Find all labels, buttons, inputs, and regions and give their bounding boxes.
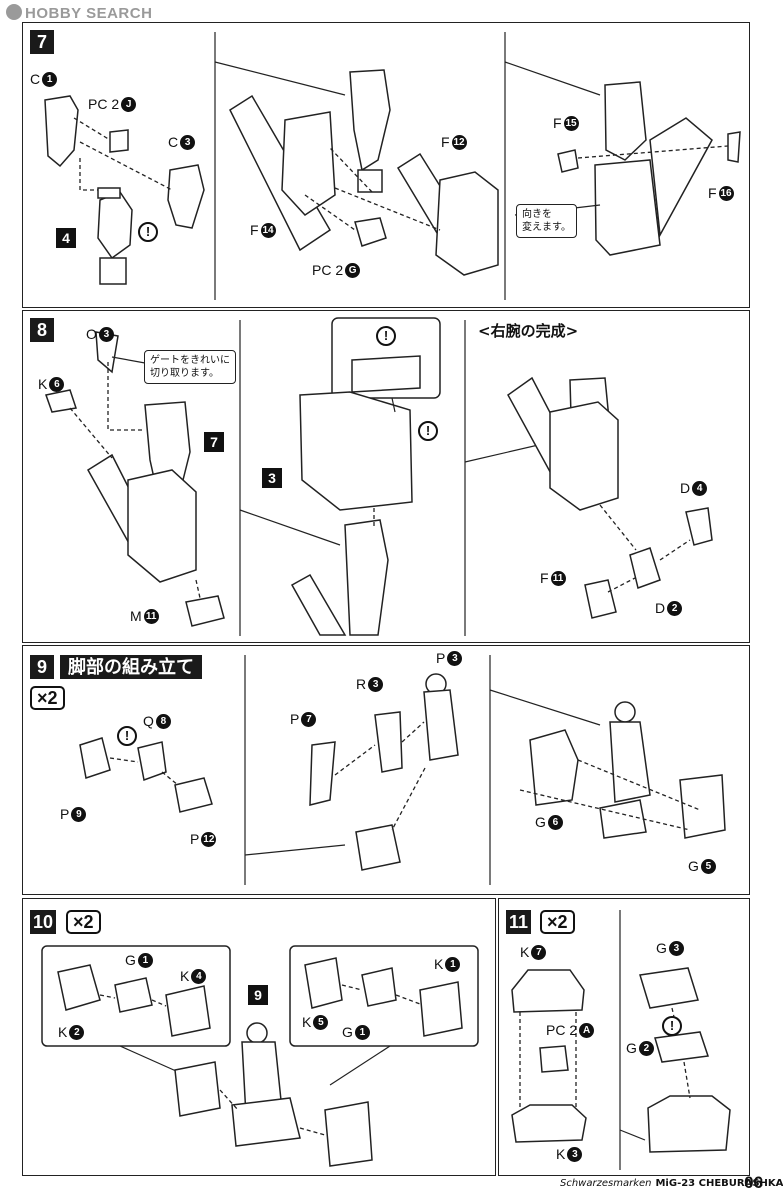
step-11-number: 11 (506, 910, 532, 934)
step-9-number: 9 (30, 655, 54, 679)
step-9-multiplier: ×2 (30, 686, 65, 710)
hobby-search-logo-icon (6, 4, 22, 20)
watermark: HOBBY SEARCH (6, 4, 152, 22)
step-7-number: 7 (30, 30, 54, 54)
subassembly-4-marker: 4 (56, 228, 76, 248)
step-9-title: 脚部の組み立て (60, 655, 202, 679)
caution-icon-step11: ! (662, 1016, 682, 1036)
caution-icon-leg: ! (117, 726, 137, 746)
footer-model: MiG-23 CHEBURASHKA (655, 1178, 783, 1189)
step-11-multiplier: ×2 (540, 910, 575, 934)
right-arm-complete-title: <右腕の完成> (478, 322, 579, 340)
watermark-text: HOBBY SEARCH (25, 5, 153, 22)
note-gate-trim: ゲートをきれいに 切り取ります。 (144, 350, 236, 384)
caution-icon-insert: ! (376, 326, 396, 346)
step-10-number: 10 (30, 910, 57, 934)
caution-icon: ! (138, 222, 158, 242)
step-8-number: 8 (30, 318, 54, 342)
step-10-multiplier: ×2 (66, 910, 101, 934)
caution-icon-side: ! (418, 421, 438, 441)
footer-series: Schwarzesmarken (560, 1178, 652, 1189)
subassembly-3-marker: 3 (262, 468, 282, 488)
page-number: 06 (744, 1173, 763, 1192)
note-orientation: 向きを 変えます。 (516, 204, 577, 238)
subassembly-7-marker: 7 (204, 432, 224, 452)
subassembly-9-marker: 9 (248, 985, 268, 1005)
